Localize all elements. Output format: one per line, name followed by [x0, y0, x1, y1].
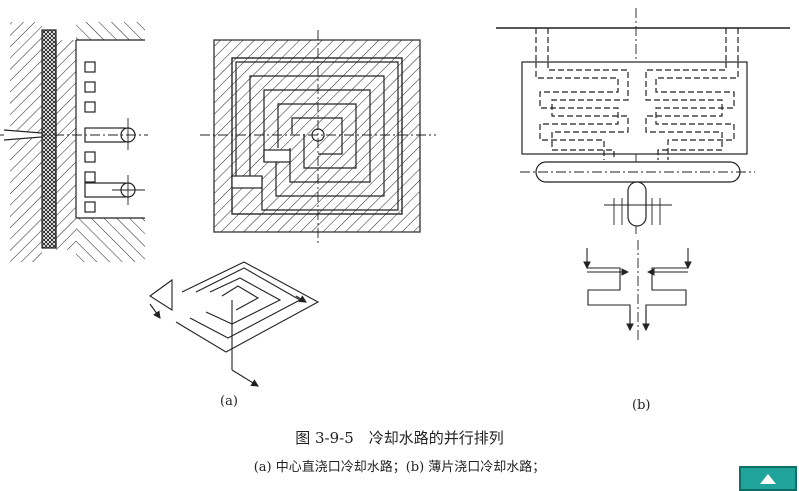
- figure-subtitle: (a) 中心直浇口冷却水路；(b) 薄片浇口冷却水路；: [253, 460, 546, 475]
- up-nav-button[interactable]: [739, 466, 797, 491]
- figure-title: 图 3-9-5 冷却水路的并行排列: [295, 429, 504, 447]
- thin-gate-mold-view: [496, 8, 790, 235]
- sub-label-b: (b): [632, 398, 651, 413]
- up-arrow-icon: [760, 473, 776, 484]
- spiral-plan-view: [200, 30, 436, 244]
- mold-section-view: [0, 22, 148, 262]
- isometric-flow-sketch: [149, 261, 320, 387]
- sub-label-a: (a): [220, 394, 238, 409]
- flow-arrows-b: [583, 240, 692, 340]
